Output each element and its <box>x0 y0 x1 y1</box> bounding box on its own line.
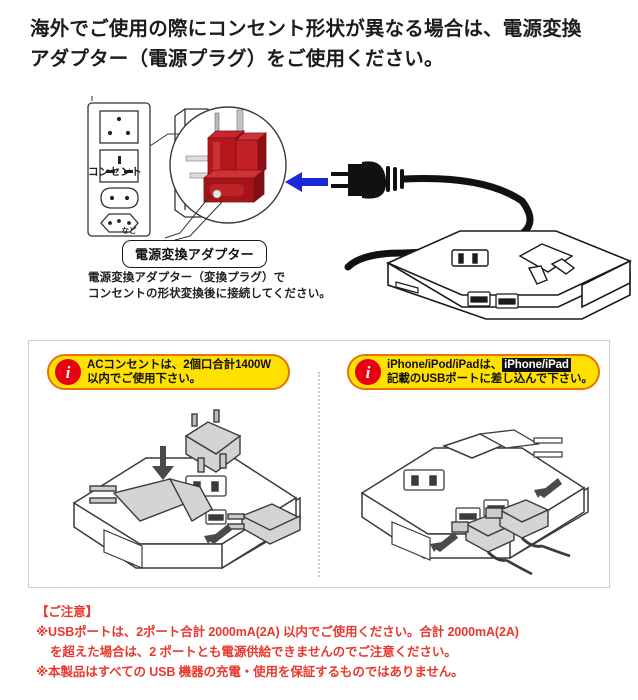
travel-adapter-body <box>185 109 268 203</box>
usb-port-usage-illustration <box>360 429 589 576</box>
notice-block: 【ご注意】 ※USBポートは、2ポート合計 2000mA(2A) 以内でご使用く… <box>36 602 631 682</box>
usb-callout-highlight: iPhone/iPad <box>502 357 571 372</box>
insert-arrow-icon-2 <box>534 478 562 498</box>
page-title-line2: アダプター（電源プラグ）をご使用ください。 <box>30 48 444 70</box>
notice-line3: ※本製品はすべての USB 機器の充電・使用を保証するものではありません。 <box>36 665 464 679</box>
notice-line1: ※USBポートは、2ポート合計 2000mA(2A) 以内でご使用ください。合計… <box>36 625 519 639</box>
ac-outlet-callout: i ACコンセントは、2個口合計1400W 以内でご使用下さい。 <box>47 354 290 390</box>
ac-plug-top <box>184 409 242 473</box>
usb-port-callout-text: iPhone/iPod/iPadは、iPhone/iPad 記載のUSBポートに… <box>387 357 593 387</box>
ac-callout-line1: ACコンセントは、2個口合計1400W <box>87 358 272 371</box>
usb-connector-2 <box>485 499 571 558</box>
info-icon: i <box>55 359 81 385</box>
outlet-etc-label: など <box>122 225 137 235</box>
panel-divider <box>318 372 320 577</box>
adapter-leader-line-2 <box>174 201 223 241</box>
top-diagram-svg: など <box>87 96 632 320</box>
ac-outlet-callout-text: ACコンセントは、2個口合計1400W 以内でご使用下さい。 <box>87 358 271 387</box>
ac-plug-left <box>89 477 213 522</box>
power-strip-device <box>386 230 632 320</box>
insert-arrow-icon-left <box>204 524 232 544</box>
down-arrow-icon <box>152 446 174 480</box>
adapter-leader-line-1 <box>164 195 211 239</box>
foreign-outlet-types <box>87 102 151 237</box>
ac-plug-right <box>227 503 302 545</box>
notice-line2: を超えた場合は、2 ポートとも電源供給できませんのでご注意ください。 <box>50 645 457 659</box>
info-icon: i <box>355 359 381 385</box>
insert-arrow-icon-1 <box>430 532 458 552</box>
usb-callout-line1-pre: iPhone/iPod/iPadは、 <box>387 358 503 371</box>
ac-outlet-usage-illustration <box>72 409 302 570</box>
usb-callout-line2: 記載のUSBポートに差し込んで下さい。 <box>387 373 593 385</box>
usb-port-callout: i iPhone/iPod/iPadは、iPhone/iPad 記載のUSBポー… <box>347 354 600 390</box>
blue-left-arrow-icon <box>285 172 328 192</box>
outlet-label: コンセント <box>88 166 142 178</box>
ac-callout-line2: 以内でご使用下さい。 <box>87 373 201 385</box>
notice-heading: 【ご注意】 <box>36 605 99 619</box>
adapter-caption-line2: コンセントの形状変換後に接続してください。 <box>88 288 331 300</box>
page-title-line1: 海外でご使用の際にコンセント形状が異なる場合は、電源変換 <box>30 18 582 40</box>
adapter-caption: 電源変換アダプター（変換プラグ）で コンセントの形状変換後に接続してください。 <box>88 270 368 302</box>
outlet-leader-line <box>149 133 182 147</box>
adapter-callout-label: 電源変換アダプター <box>122 240 267 268</box>
page-title: 海外でご使用の際にコンセント形状が異なる場合は、電源変換 アダプター（電源プラグ… <box>30 14 615 74</box>
adapter-caption-line1: 電源変換アダプター（変換プラグ）で <box>88 272 286 284</box>
travel-adapter-diagram: など <box>0 78 638 328</box>
